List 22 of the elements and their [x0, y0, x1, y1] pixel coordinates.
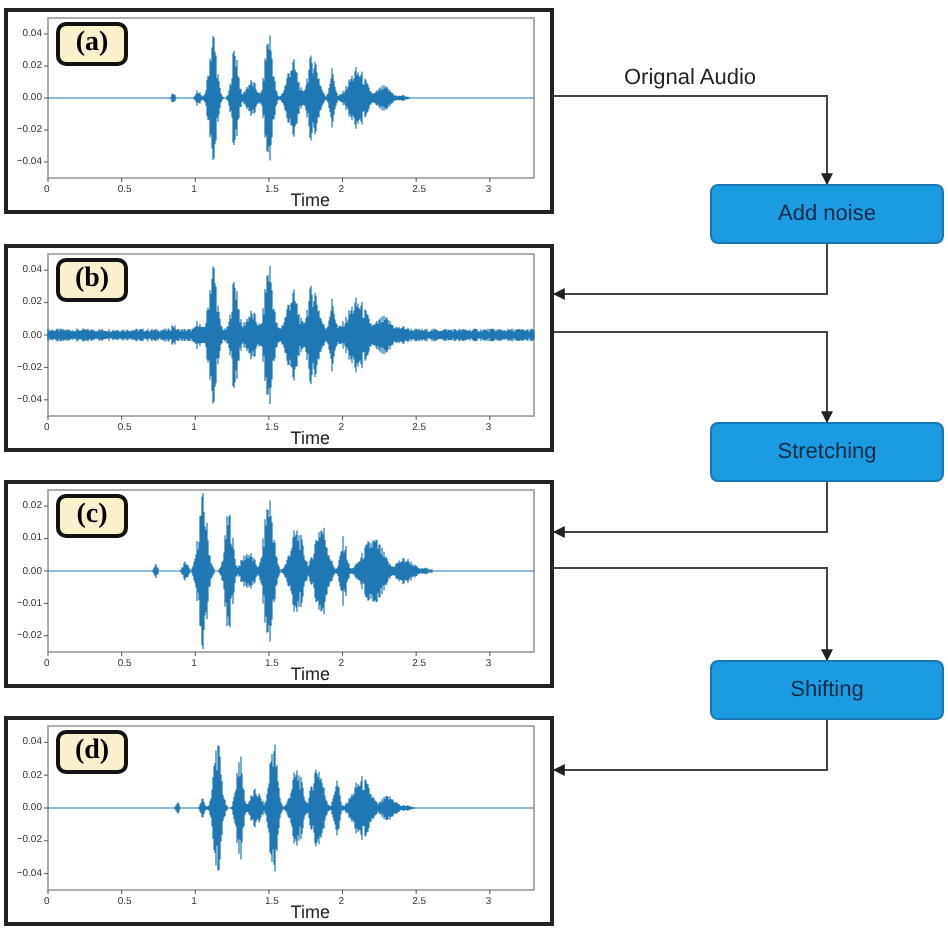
- axis-title: Time: [290, 428, 330, 448]
- panel-tag: (d): [56, 730, 128, 774]
- axis-title: Time: [290, 902, 330, 922]
- axis-title: Time: [290, 664, 330, 684]
- arrow: [552, 481, 828, 538]
- axis-title: Time: [290, 190, 330, 210]
- panel-tag: (b): [56, 258, 128, 302]
- arrow: [553, 331, 833, 424]
- panel-tag: (c): [56, 494, 128, 538]
- arrow: [552, 719, 828, 776]
- arrow: [553, 567, 833, 662]
- chart-panel: [4, 480, 554, 688]
- arrow: [552, 243, 828, 300]
- process-box: Add noise: [710, 184, 944, 244]
- process-box: Stretching: [710, 422, 944, 482]
- arrow: [553, 95, 833, 186]
- edge-label: Orignal Audio: [624, 66, 757, 90]
- panel-tag: (a): [56, 22, 128, 66]
- chart-panel: [4, 244, 554, 452]
- process-box: Shifting: [710, 660, 944, 720]
- chart-panel: [4, 716, 554, 926]
- chart-panel: [4, 8, 554, 214]
